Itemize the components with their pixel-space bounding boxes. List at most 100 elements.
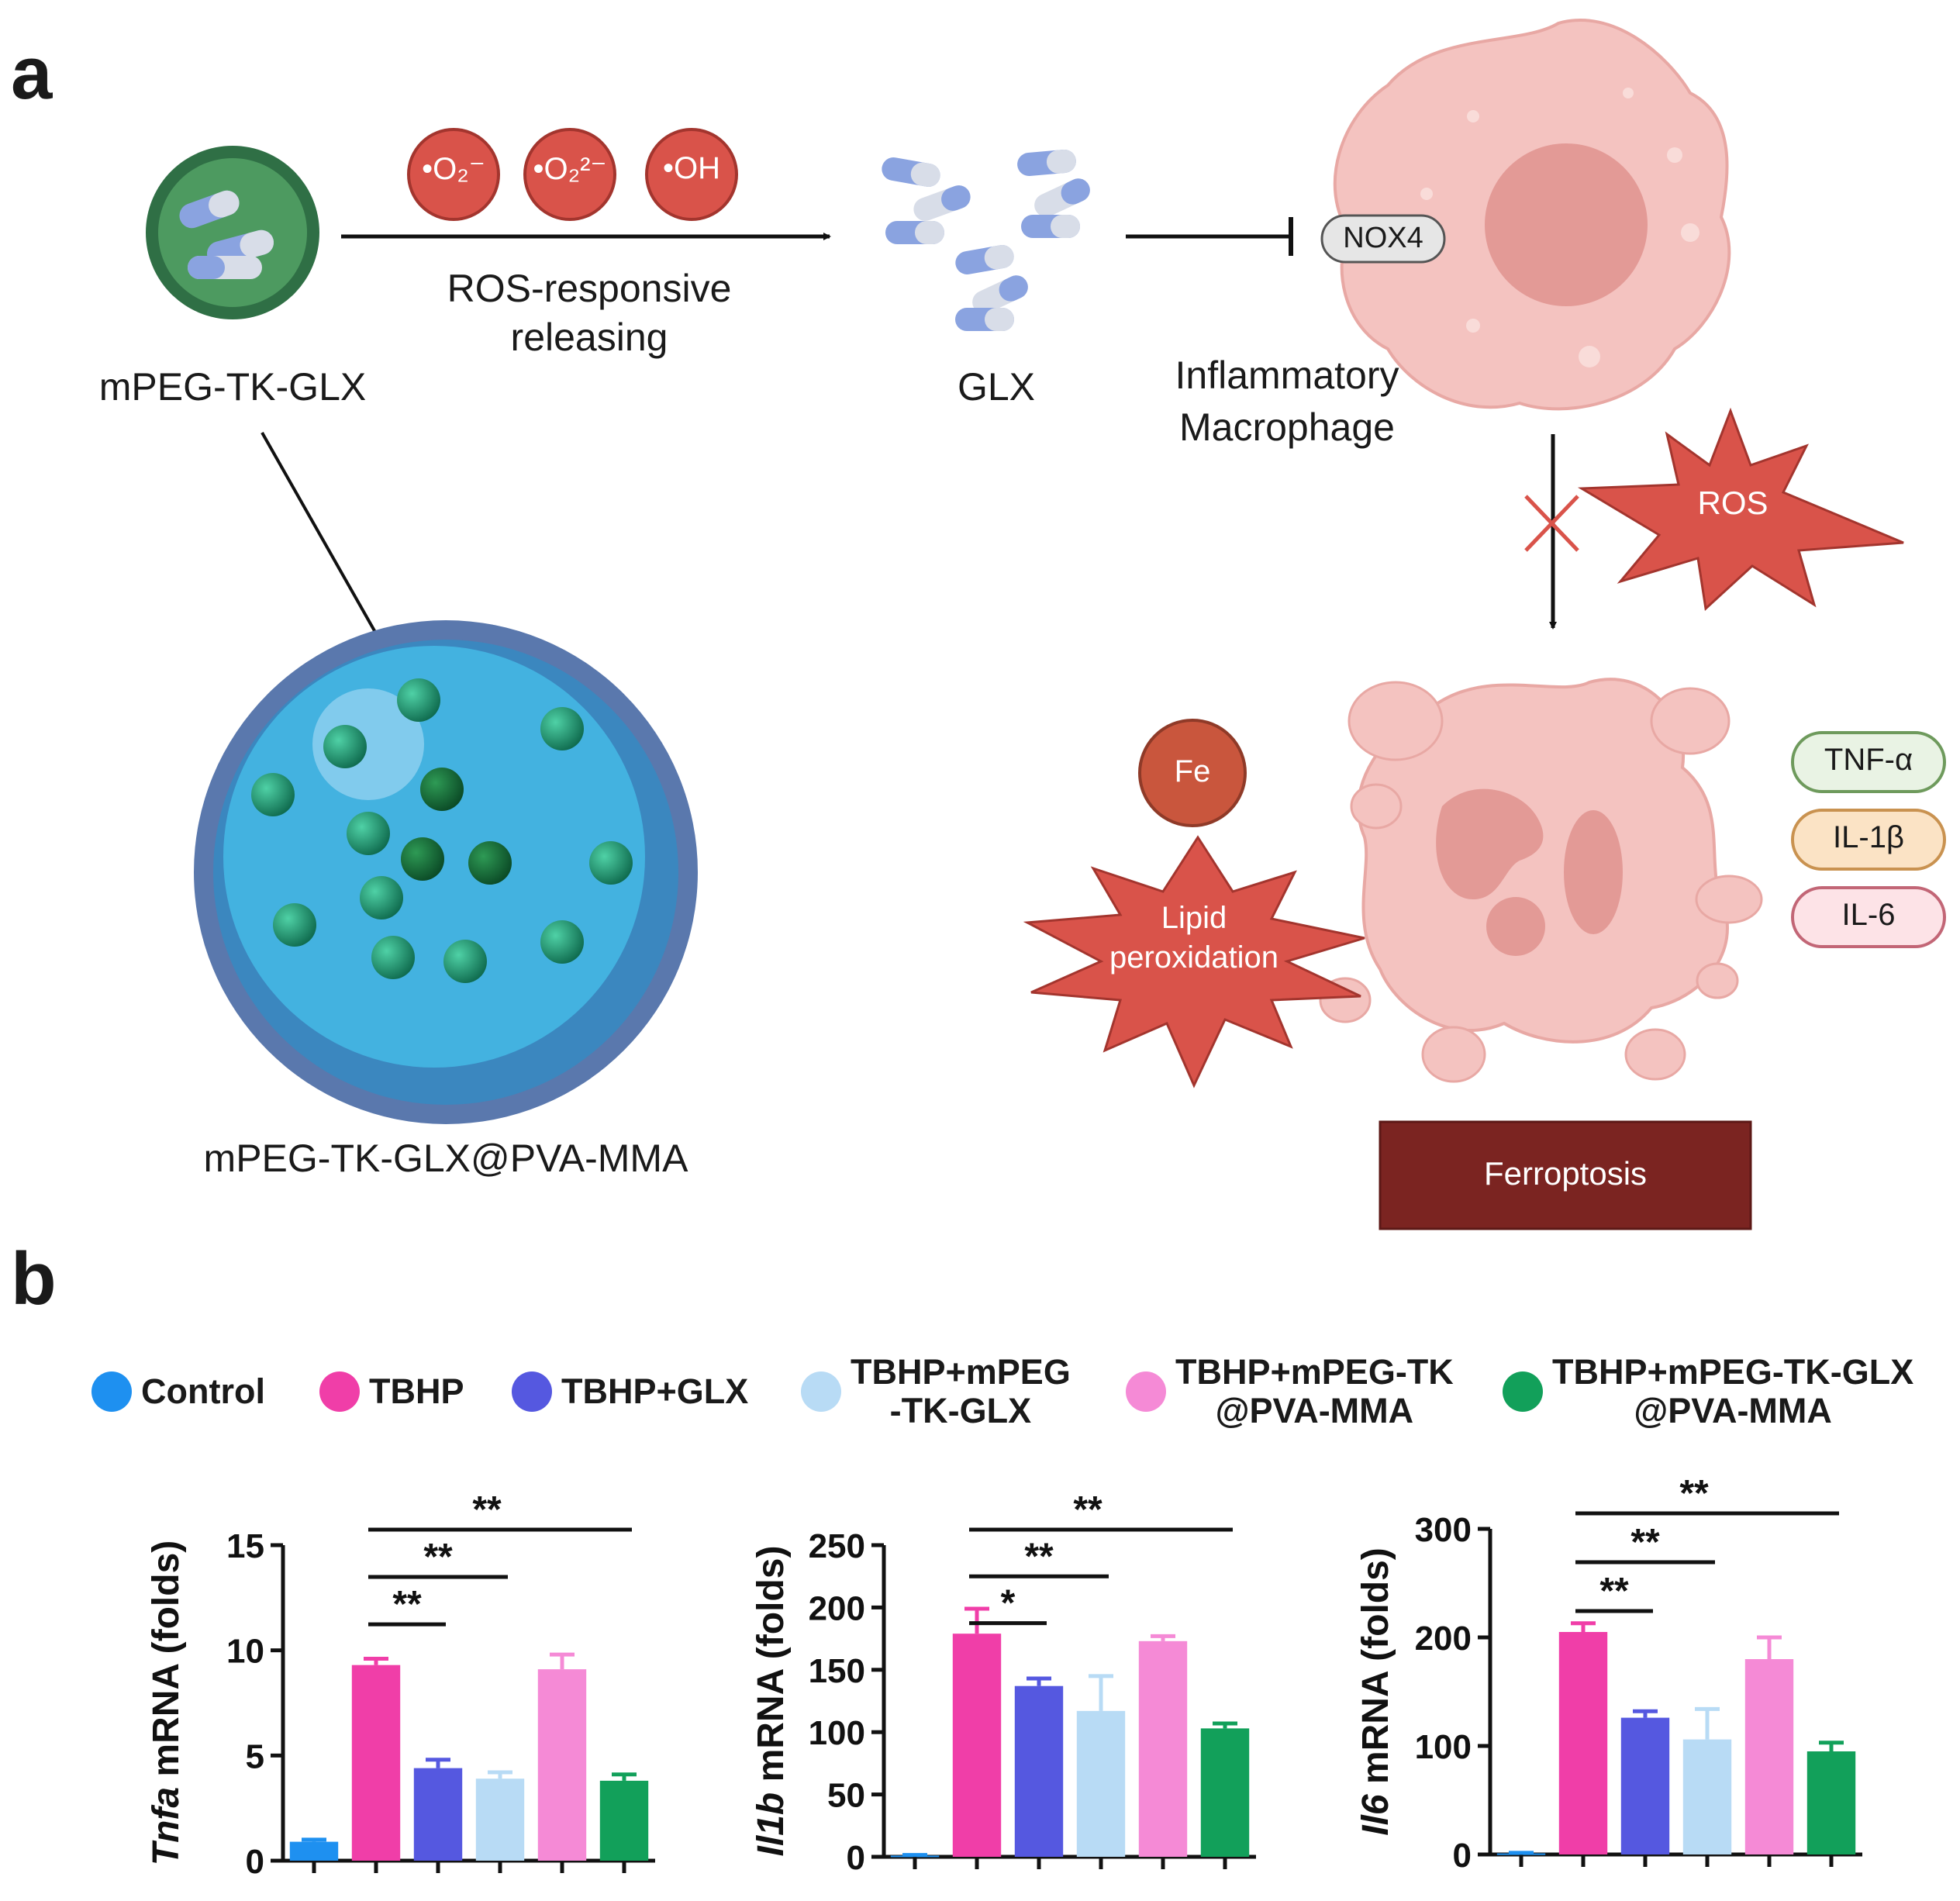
- y-tick-label: 250: [809, 1527, 865, 1565]
- y-tick-label: 200: [809, 1589, 865, 1627]
- legend-item-tbhp-mpeg-tk-glx: TBHP+mPEG -TK-GLX: [801, 1353, 1071, 1430]
- y-axis-label: Il6 mRNA (folds): [1355, 1547, 1396, 1836]
- schematic-diagram: [146, 19, 1946, 1230]
- y-axis-label-gene: Tnfa: [146, 1787, 187, 1865]
- fe-icon: [1138, 719, 1247, 827]
- cytokine-il6: IL-6: [1841, 898, 1896, 932]
- y-tick-label: 0: [847, 1839, 865, 1877]
- peroxide-icon: [523, 128, 616, 221]
- y-axis-label: Tnfa mRNA (folds): [146, 1540, 187, 1866]
- bar: [413, 1768, 463, 1861]
- cytokine-tnf-alpha: TNF-α: [1824, 743, 1913, 777]
- y-tick-label: 15: [226, 1527, 264, 1565]
- hydroxyl-icon: [645, 128, 738, 221]
- y-tick-label: 5: [246, 1737, 264, 1775]
- significance-label: *: [1001, 1583, 1016, 1624]
- bar: [1200, 1728, 1250, 1857]
- legend-label: TBHP+GLX: [561, 1371, 749, 1411]
- legend-swatch: [512, 1371, 552, 1412]
- release-label-line1: ROS-responsive: [447, 267, 732, 310]
- ros-burst-icon: [1577, 407, 1904, 612]
- legend-item-tbhp-glx: TBHP+GLX: [512, 1353, 748, 1430]
- y-axis-label-gene: Il1b: [751, 1792, 792, 1857]
- nanoparticle-icon: [146, 146, 319, 319]
- ferroptosis-box: [1379, 1120, 1752, 1230]
- legend-label: Control: [141, 1371, 265, 1411]
- il6-pill: [1791, 886, 1946, 948]
- y-tick-label: 200: [1415, 1620, 1472, 1658]
- fe-label: Fe: [1174, 754, 1211, 788]
- legend-swatch: [319, 1371, 360, 1412]
- bar: [599, 1780, 649, 1861]
- y-tick-label: 50: [827, 1777, 865, 1815]
- ros-species-1: •O₂⁻: [422, 152, 485, 186]
- release-label-line2: releasing: [510, 316, 668, 359]
- significance-label: **: [423, 1537, 453, 1578]
- superoxide-icon: [407, 128, 500, 221]
- legend-item-tbhp: TBHP: [319, 1353, 464, 1430]
- cytokine-il1b: IL-1β: [1833, 820, 1904, 854]
- bar: [952, 1634, 1002, 1857]
- legend-item-control: Control: [91, 1353, 265, 1430]
- y-tick-label: 100: [1415, 1728, 1472, 1766]
- il1b-pill: [1791, 809, 1946, 871]
- bar: [351, 1665, 401, 1861]
- legend-swatch: [1503, 1371, 1543, 1412]
- significance-label: **: [1679, 1473, 1709, 1514]
- panel-b-letter: b: [11, 1237, 57, 1320]
- y-tick-label: 100: [809, 1714, 865, 1752]
- y-axis-label-gene: Il6: [1355, 1794, 1396, 1836]
- y-tick-label: 150: [809, 1652, 865, 1690]
- ferroptotic-cell-icon: [1319, 678, 1763, 1083]
- bar: [289, 1841, 339, 1861]
- legend-swatch: [91, 1371, 132, 1412]
- y-axis-label-unit: mRNA (folds): [751, 1546, 792, 1792]
- glx-capsules-icon: [882, 149, 1090, 331]
- bar: [1014, 1685, 1064, 1857]
- macrophage-label-line2: Macrophage: [1179, 405, 1395, 449]
- blocked-x-icon: [1524, 495, 1579, 552]
- nanoparticle-label: mPEG-TK-GLX: [98, 365, 367, 409]
- ros-species-2: •O₂²⁻: [533, 152, 607, 186]
- y-tick-label: 300: [1415, 1511, 1472, 1549]
- bar: [1138, 1641, 1188, 1857]
- legend-label: TBHP: [369, 1371, 464, 1411]
- lipid-label-line1: Lipid: [1161, 901, 1227, 935]
- legend-swatch: [801, 1371, 841, 1412]
- legend-item-tbhp-mpeg-tk-pva: TBHP+mPEG-TK @PVA-MMA: [1126, 1353, 1454, 1430]
- significance-label: **: [1073, 1489, 1102, 1530]
- y-tick-label: 10: [226, 1633, 264, 1671]
- bar: [537, 1669, 587, 1861]
- bar: [475, 1779, 525, 1861]
- ros-species-3: •OH: [662, 151, 720, 185]
- nox4-pill: [1320, 214, 1446, 264]
- significance-label: **: [1599, 1571, 1629, 1612]
- y-axis-label-unit: mRNA (folds): [1355, 1547, 1396, 1794]
- legend-label: TBHP+mPEG-TK @PVA-MMA: [1175, 1352, 1454, 1430]
- panel-a-letter: a: [11, 32, 53, 115]
- bar: [1744, 1659, 1794, 1854]
- legend-label: TBHP+mPEG -TK-GLX: [851, 1352, 1071, 1430]
- legend: Control TBHP TBHP+GLX TBHP+mPEG -TK-GLX …: [0, 1353, 1960, 1446]
- bar: [1558, 1632, 1608, 1854]
- nox4-label: NOX4: [1343, 222, 1423, 254]
- y-tick-label: 0: [246, 1843, 264, 1881]
- legend-item-tbhp-mpeg-tk-glx-pva: TBHP+mPEG-TK-GLX @PVA-MMA: [1503, 1353, 1913, 1430]
- lipid-label-line2: peroxidation: [1109, 940, 1278, 975]
- bar: [1620, 1717, 1670, 1854]
- legend-label: TBHP+mPEG-TK-GLX @PVA-MMA: [1552, 1352, 1914, 1430]
- bar: [1682, 1739, 1732, 1854]
- hydrogel-label: mPEG-TK-GLX@PVA-MMA: [203, 1137, 688, 1180]
- hydrogel-icon: [194, 620, 698, 1124]
- significance-label: **: [1024, 1536, 1054, 1577]
- significance-label: **: [1630, 1522, 1660, 1563]
- ferroptosis-label: Ferroptosis: [1483, 1155, 1648, 1192]
- y-axis-label-unit: mRNA (folds): [146, 1540, 187, 1787]
- macrophage-label-line1: Inflammatory: [1175, 354, 1399, 397]
- ros-burst-label: ROS: [1697, 485, 1768, 521]
- legend-swatch: [1126, 1371, 1166, 1412]
- significance-label: **: [392, 1584, 422, 1625]
- bar: [1806, 1751, 1856, 1854]
- tnf-alpha-pill: [1791, 731, 1946, 793]
- significance-label: **: [472, 1489, 502, 1530]
